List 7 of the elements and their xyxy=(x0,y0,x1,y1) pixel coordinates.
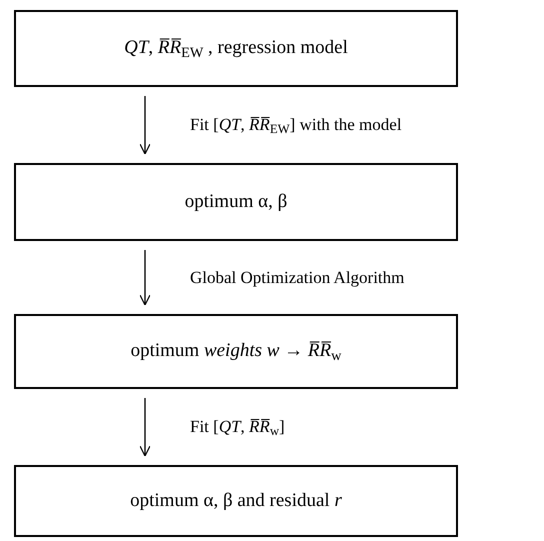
arrow xyxy=(139,398,151,457)
arrow xyxy=(139,96,151,155)
process-box: QT, R̅R̅$_{EW}$ , regression model xyxy=(14,10,458,87)
process-box: optimum weights w → R̅R̅$_{w}$ xyxy=(14,314,458,389)
process-box: optimum α, β xyxy=(14,163,458,241)
process-box: optimum α, β and residual r xyxy=(14,465,458,537)
arrow xyxy=(139,250,151,306)
